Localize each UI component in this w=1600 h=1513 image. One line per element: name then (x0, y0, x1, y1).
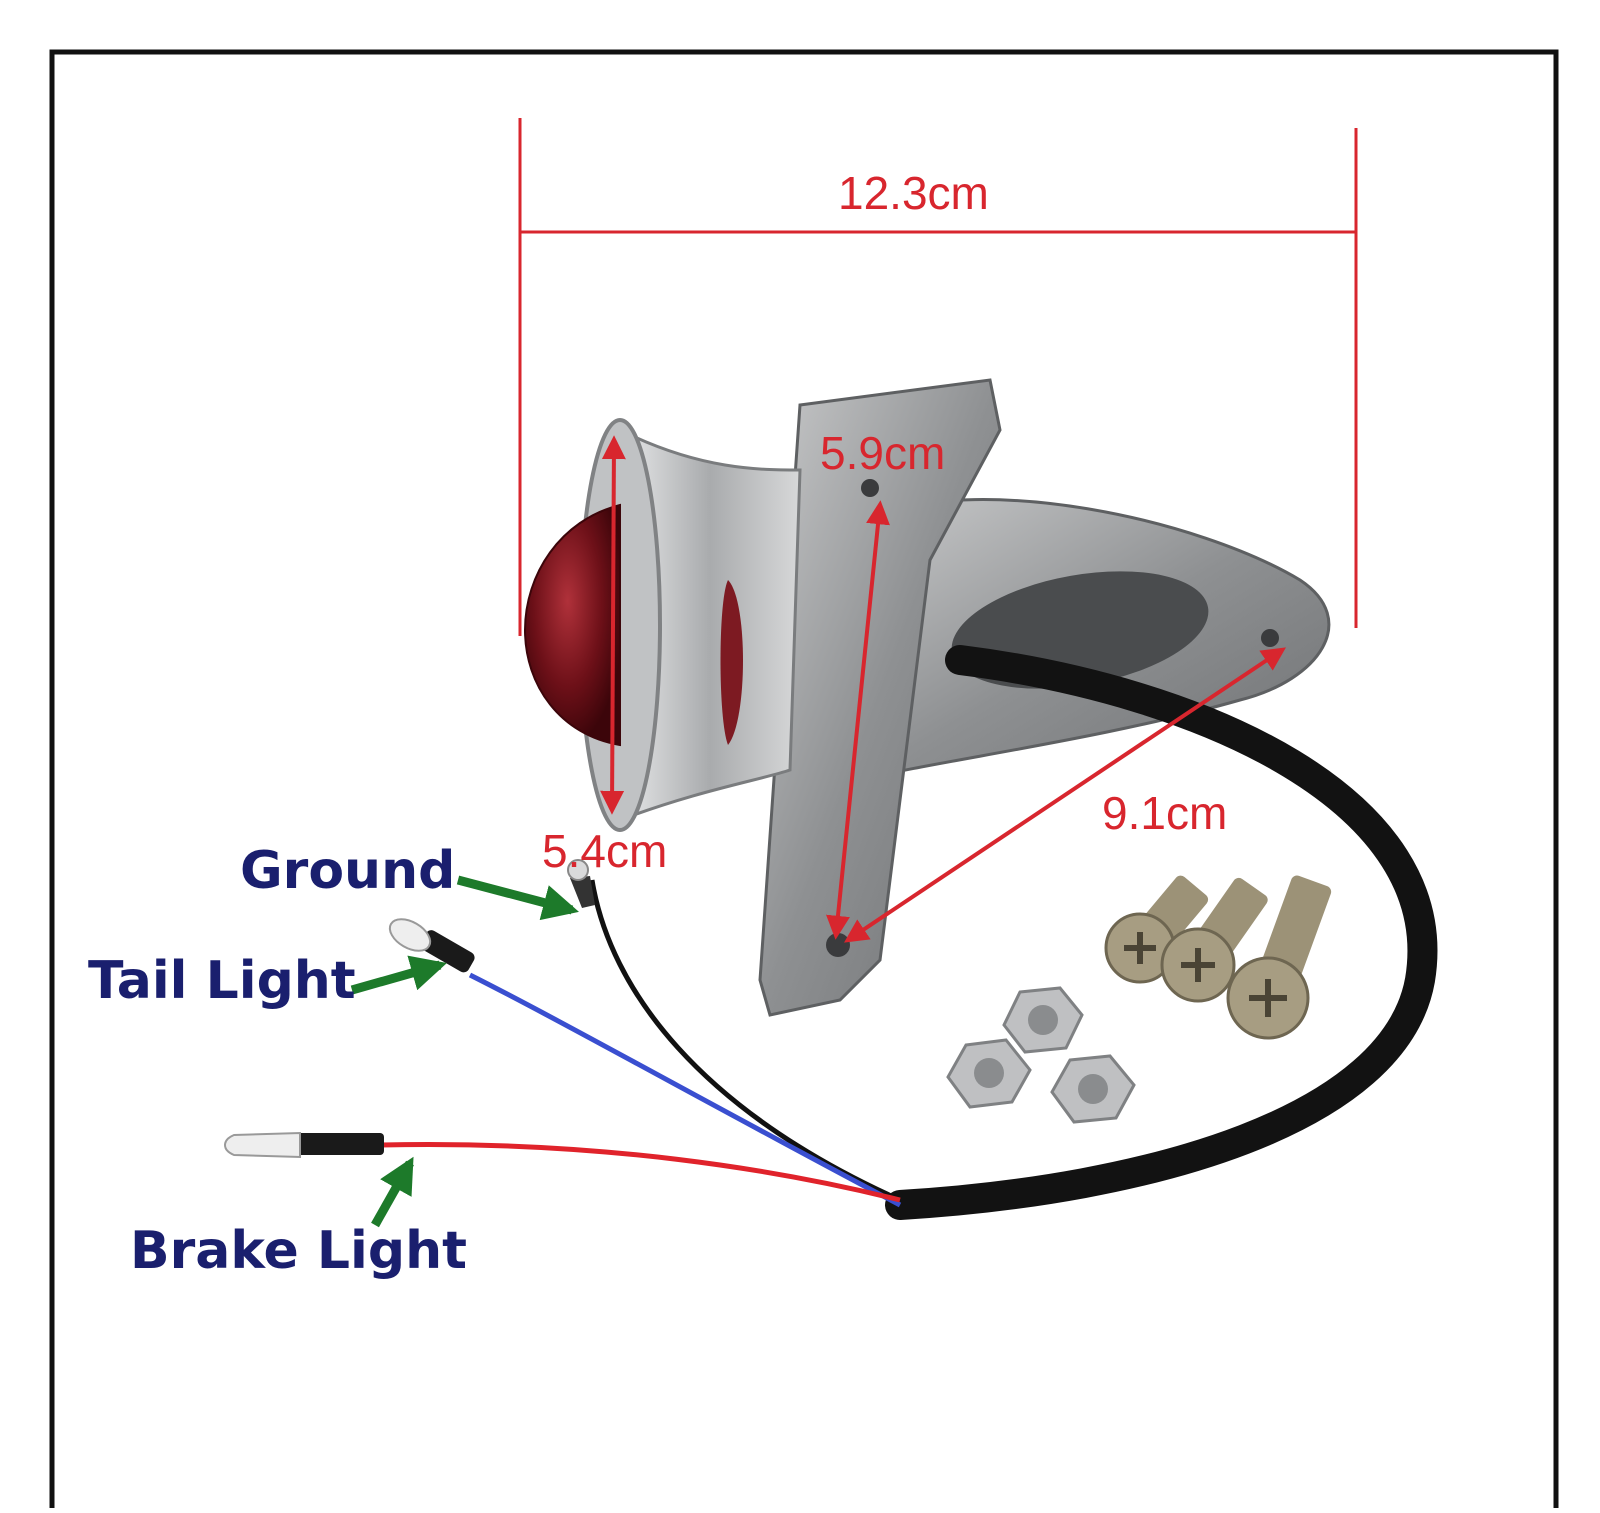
dimension-lens-arrow (600, 435, 626, 815)
nut-1 (1002, 986, 1084, 1054)
brake-light-label: Brake Light (130, 1221, 467, 1281)
brake-light-pointer-arrow (371, 1156, 414, 1228)
dimension-width-line (518, 118, 1358, 636)
lamp-housing (618, 427, 802, 823)
tail-light-pointer-arrow (350, 955, 447, 995)
screw-3 (1226, 875, 1332, 1040)
tail-light-wire (468, 972, 902, 1208)
nut-2 (946, 1038, 1032, 1109)
tail-light-label: Tail Light (88, 951, 356, 1011)
dimension-bracket-label: 5.9cm (820, 427, 946, 479)
ground-terminal (567, 859, 589, 881)
brake-light-sleeve (296, 1133, 384, 1155)
ground-connector (570, 876, 595, 908)
red-lens (523, 503, 621, 747)
bracket-hole-top (861, 479, 879, 497)
tail-light-sleeve (420, 930, 475, 973)
side-lens (720, 580, 743, 745)
ground-label: Ground (240, 841, 456, 901)
brake-light-bullet (224, 1131, 301, 1159)
tail-light-bullet (388, 918, 432, 952)
dimension-lens-label: 5.4cm (542, 825, 668, 877)
ground-wire (589, 879, 902, 1203)
dimension-mount-arrow (844, 647, 1286, 943)
bracket-hole-bottom (826, 933, 850, 957)
dimension-width-label: 12.3cm (838, 167, 989, 219)
ground-pointer-arrow (456, 875, 579, 921)
nut-3 (1050, 1054, 1136, 1124)
brake-light-wire (379, 1141, 901, 1203)
dimension-mount-label: 9.1cm (1102, 787, 1228, 839)
mount-hole (1261, 629, 1279, 647)
